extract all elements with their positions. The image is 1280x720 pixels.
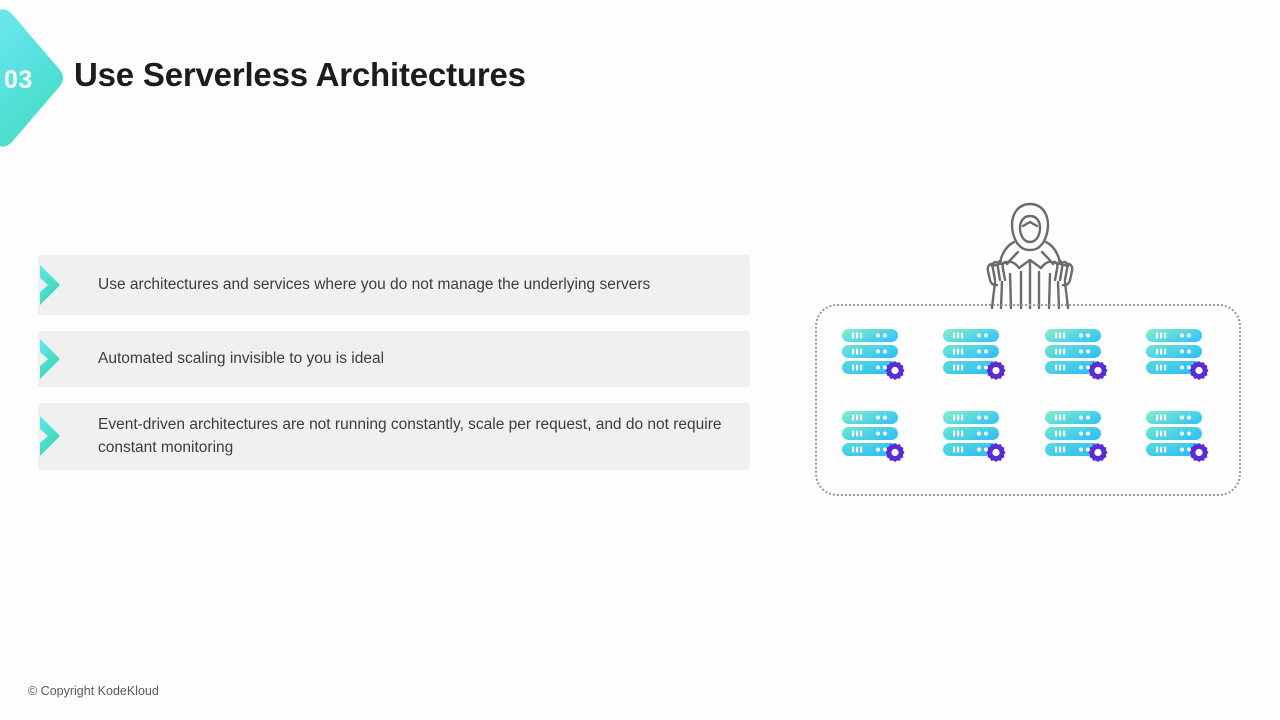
list-item: Automated scaling invisible to you is id… [38,331,750,387]
server-rack-icon [841,329,905,380]
server-stack [943,329,1011,389]
list-item: Event-driven architectures are not runni… [38,403,750,470]
section-number-badge: 03 [0,8,66,148]
server-rack-icon [1146,411,1209,462]
hooded-puppeteer-icon [986,202,1074,310]
server-stack [1044,411,1113,471]
badge-diamond-shape [0,9,63,147]
gear-icon [885,443,905,462]
dashed-boundary-box [815,304,1241,496]
gear-icon [1088,443,1108,462]
bullet-text: Automated scaling invisible to you is id… [98,350,385,368]
gear-icon [1189,443,1209,462]
server-rack-icon [1146,329,1209,380]
server-stack [841,411,910,471]
server-rack-icon [1044,411,1108,462]
chevron-right-icon [40,265,60,305]
server-rack-icon [943,411,1006,462]
server-rack-icon [841,411,905,462]
server-stack [943,411,1011,471]
bullet-bar: Use architectures and services where you… [38,255,750,315]
slide-header: 03 Use Serverless Architectures [0,0,1280,160]
bullet-bar: Event-driven architectures are not runni… [38,403,750,470]
bullet-text: Event-driven architectures are not runni… [98,416,722,457]
page-title: Use Serverless Architectures [74,56,526,93]
list-item: Use architectures and services where you… [38,255,750,315]
server-stack [1146,411,1214,471]
bullet-text: Use architectures and services where you… [98,276,651,294]
bullet-bar: Automated scaling invisible to you is id… [38,331,750,387]
server-stack [1044,329,1113,389]
server-stack [1146,329,1214,389]
server-grid [815,304,1241,496]
gear-icon [885,361,905,380]
server-rack-icon [943,329,1006,380]
gear-icon [1088,361,1108,380]
serverless-illustration [806,198,1254,508]
bullet-list: Use architectures and services where you… [38,255,750,486]
footer-copyright: © Copyright KodeKloud [28,684,159,698]
gear-icon [986,443,1006,462]
gear-icon [986,361,1006,380]
chevron-right-icon [40,416,60,457]
section-number-label: 03 [4,66,33,94]
server-stack [841,329,910,389]
gear-icon [1189,361,1209,380]
server-rack-icon [1044,329,1108,380]
chevron-right-icon [40,339,60,379]
